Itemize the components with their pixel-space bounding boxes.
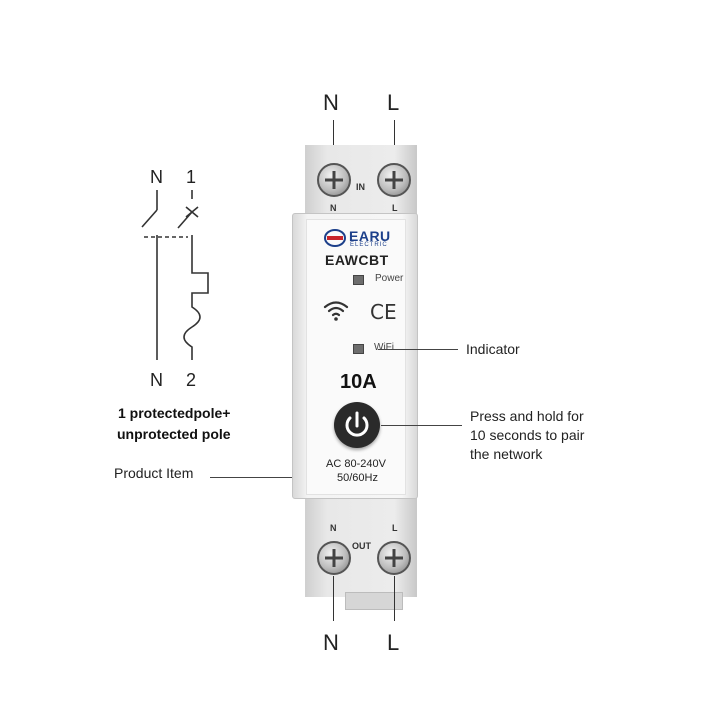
press-callout-line1: Press and hold for bbox=[470, 408, 584, 424]
top-l-wire bbox=[394, 120, 395, 165]
press-callout-line2: 10 seconds to pair bbox=[470, 427, 585, 443]
indicator-callout: Indicator bbox=[466, 341, 520, 357]
press-callout-line3: the network bbox=[470, 446, 543, 462]
schematic-bottom-2: 2 bbox=[186, 370, 197, 390]
schematic-top-1: 1 bbox=[186, 167, 197, 187]
voltage-rating: AC 80-240V bbox=[326, 458, 386, 470]
frequency-rating: 50/60Hz bbox=[337, 472, 378, 484]
product-item-callout: Product Item bbox=[114, 465, 194, 481]
power-led-label: Power bbox=[375, 273, 404, 284]
top-n-screw-icon bbox=[317, 163, 351, 197]
wifi-led-label: WiFi bbox=[374, 342, 394, 353]
out-n-label: N bbox=[330, 523, 337, 533]
schematic-caption-line2: unprotected pole bbox=[117, 426, 231, 442]
top-n-wire bbox=[333, 120, 334, 165]
device-faceplate bbox=[306, 219, 406, 495]
schematic-top-n: N bbox=[150, 167, 163, 187]
wifi-icon bbox=[322, 298, 350, 322]
indicator-pointer-line bbox=[378, 349, 458, 350]
brand-subtitle: ELECTRIC bbox=[350, 242, 388, 248]
bottom-l-label: L bbox=[387, 630, 400, 655]
wifi-led bbox=[353, 344, 364, 354]
press-pointer-line bbox=[381, 425, 462, 426]
power-icon bbox=[345, 411, 369, 437]
pair-power-button[interactable] bbox=[334, 402, 380, 448]
out-l-label: L bbox=[392, 523, 398, 533]
in-label: IN bbox=[356, 182, 365, 192]
top-l-screw-icon bbox=[377, 163, 411, 197]
schematic-caption-line1: 1 protectedpole+ bbox=[118, 405, 231, 421]
bottom-n-label: N bbox=[323, 630, 339, 655]
schematic-bottom-n: N bbox=[150, 370, 163, 390]
product-item-pointer-line bbox=[210, 477, 292, 478]
bottom-n-screw-icon bbox=[317, 541, 351, 575]
ce-mark: CE bbox=[370, 300, 397, 324]
in-l-label: L bbox=[392, 203, 398, 213]
current-rating: 10A bbox=[340, 371, 377, 393]
top-l-label: L bbox=[387, 90, 400, 115]
brand-name: EARU bbox=[349, 228, 391, 244]
top-n-label: N bbox=[323, 90, 339, 115]
bottom-n-wire bbox=[333, 576, 334, 621]
bottom-l-screw-icon bbox=[377, 541, 411, 575]
bottom-l-wire bbox=[394, 576, 395, 621]
din-rail-clip bbox=[345, 592, 403, 610]
out-label: OUT bbox=[352, 541, 371, 551]
in-n-label: N bbox=[330, 203, 337, 213]
breaker-symbol-icon bbox=[141, 190, 209, 360]
model-name: EAWCBT bbox=[325, 252, 389, 268]
earu-logo-icon bbox=[324, 229, 346, 247]
circuit-schematic bbox=[130, 165, 240, 395]
power-led bbox=[353, 275, 364, 285]
